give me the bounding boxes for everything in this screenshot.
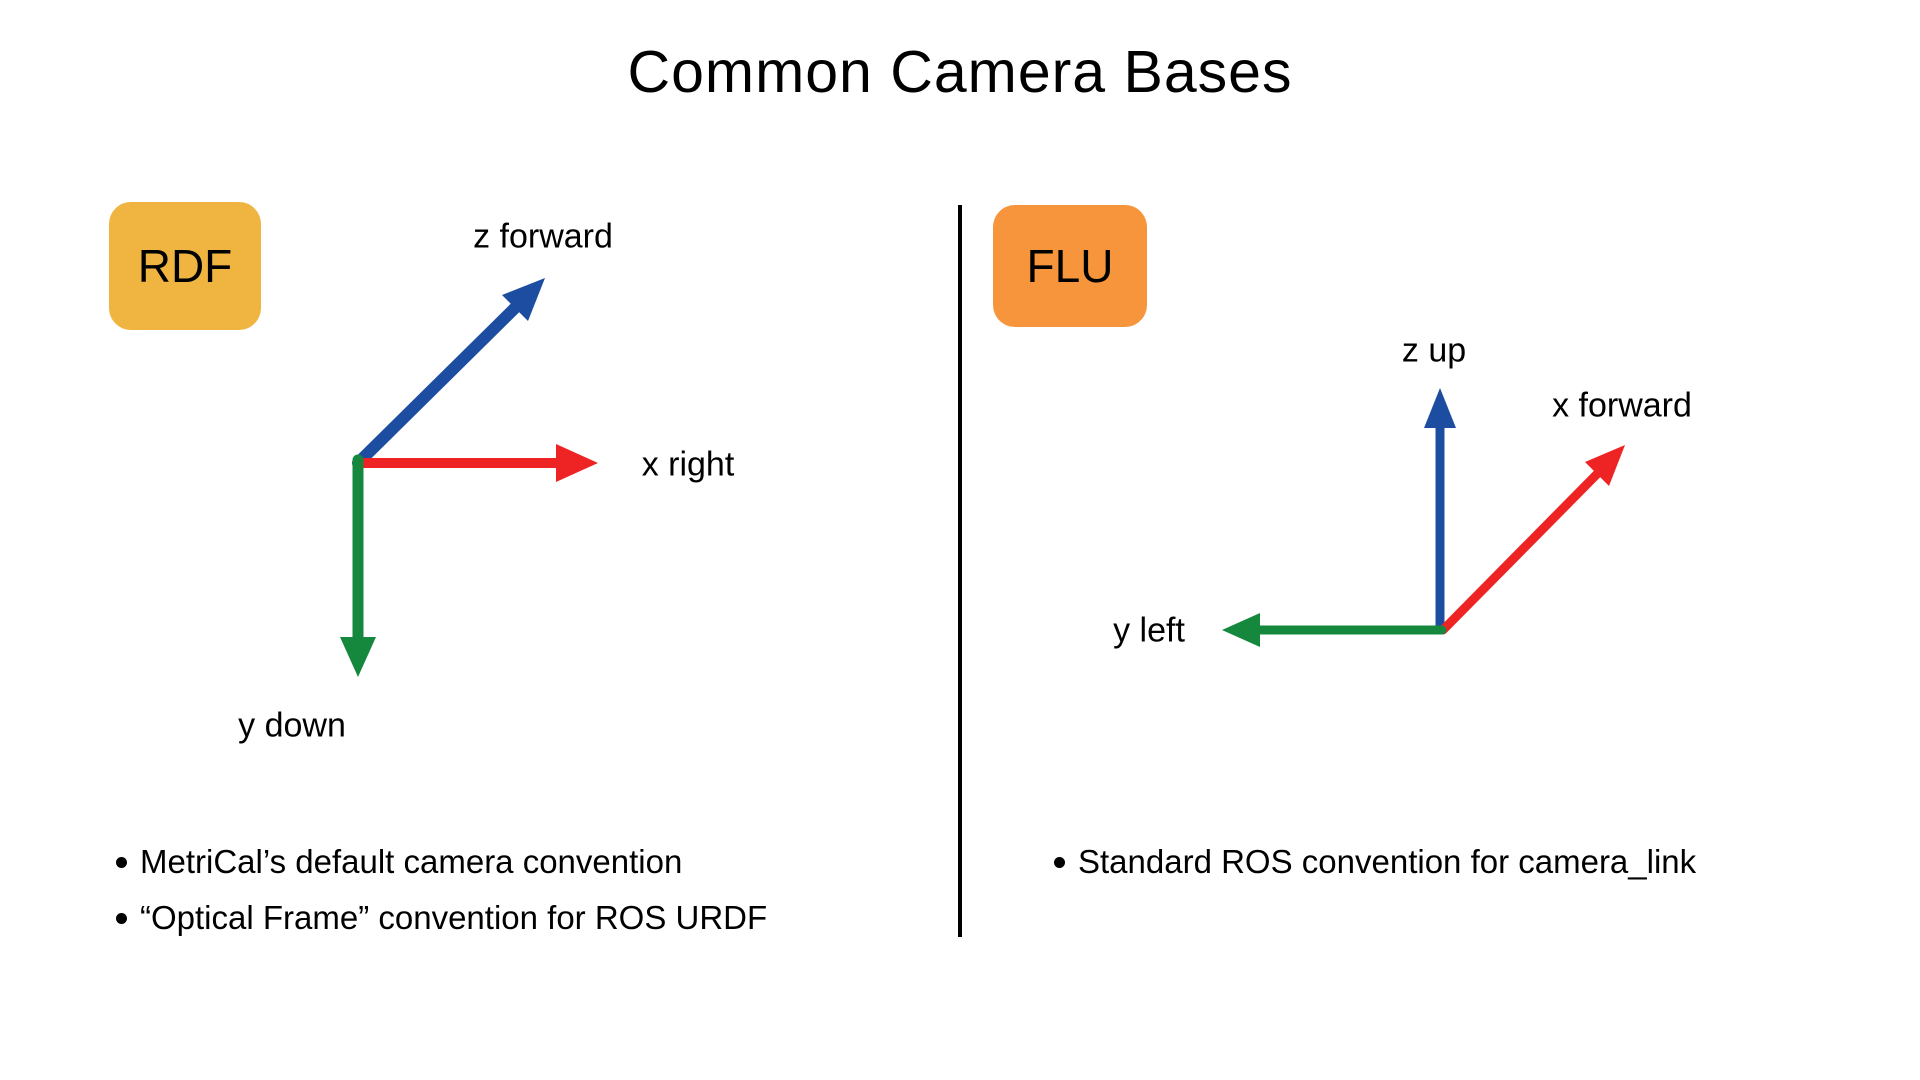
list-item: “Optical Frame” convention for ROS URDF: [100, 890, 767, 946]
bullet-dot-icon: [116, 856, 127, 868]
flu-z-axis-arrow: [1424, 388, 1456, 635]
flu-z-axis-arrowhead-icon: [1424, 388, 1456, 428]
flu-x-axis-label: x forward: [1552, 386, 1692, 425]
flu-x-axis-shaft: [1438, 465, 1606, 635]
list-item: MetriCal’s default camera convention: [100, 834, 767, 890]
rdf-badge-label: RDF: [137, 240, 233, 292]
rdf-x-axis-label: x right: [641, 445, 735, 484]
rdf-z-axis-label: z forward: [473, 217, 613, 256]
rdf-bullet-1: MetriCal’s default camera convention: [140, 843, 683, 880]
rdf-z-axis-arrow: [352, 278, 545, 469]
bullet-dot-icon: [116, 912, 127, 924]
bullet-dot-icon: [1054, 856, 1065, 868]
flu-y-axis-arrowhead-icon: [1222, 613, 1260, 647]
vertical-divider: [958, 205, 962, 937]
rdf-z-axis-arrowhead-icon: [502, 278, 545, 321]
flu-y-axis-label: y left: [1113, 611, 1185, 650]
rdf-x-axis-arrow: [353, 444, 598, 482]
rdf-y-axis-label: y down: [238, 706, 346, 745]
flu-bullet-1: Standard ROS convention for camera_link: [1078, 843, 1697, 880]
flu-y-axis-arrow: [1222, 613, 1447, 647]
rdf-bullet-2: “Optical Frame” convention for ROS URDF: [140, 899, 768, 936]
flu-bullet-list: Standard ROS convention for camera_link: [1038, 834, 1696, 890]
rdf-x-axis-arrowhead-icon: [556, 444, 598, 482]
rdf-y-axis-arrowhead-icon: [340, 637, 376, 677]
rdf-z-axis-shaft: [352, 298, 525, 469]
flu-x-axis-arrowhead-icon: [1585, 445, 1625, 486]
rdf-bullet-list: MetriCal’s default camera convention “Op…: [100, 834, 767, 946]
flu-x-axis-arrow: [1438, 445, 1625, 635]
rdf-y-axis-arrow: [340, 454, 376, 677]
flu-badge: FLU: [993, 205, 1147, 327]
flu-z-axis-label: z up: [1401, 331, 1467, 370]
rdf-badge: RDF: [109, 202, 261, 330]
list-item: Standard ROS convention for camera_link: [1038, 834, 1696, 890]
page-title: Common Camera Bases: [627, 39, 1293, 105]
flu-badge-label: FLU: [1026, 240, 1114, 292]
